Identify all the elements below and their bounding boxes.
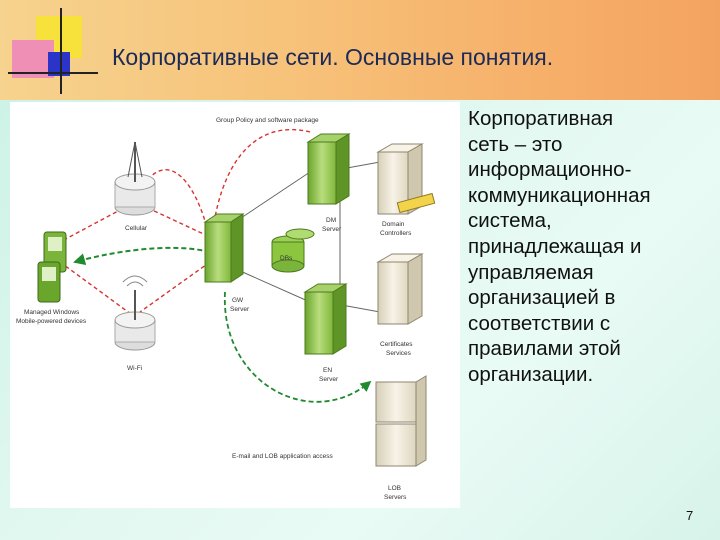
domain-controllers-icon (376, 143, 436, 215)
dm-label-line2: Server (322, 226, 342, 233)
dm-label-line1: DM (326, 217, 336, 224)
decor-horizontal-line (8, 72, 98, 74)
domain-label-line2: Controllers (380, 230, 412, 237)
wifi-tower-icon (114, 275, 156, 351)
dbs-label: DBs (280, 255, 293, 262)
cellular-label: Cellular (125, 225, 148, 232)
lob-label-line2: Servers (384, 494, 407, 501)
databases-icon (271, 228, 315, 273)
dm-server-icon (306, 133, 351, 205)
devices-label-line1: Managed Windows (24, 309, 80, 316)
certificates-label-line1: Certificates (380, 341, 413, 348)
en-label-line1: EN (323, 367, 332, 374)
gw-label-line2: Server (230, 306, 250, 313)
top-flow-label: Group Policy and software package (216, 117, 319, 124)
en-server-icon (303, 283, 348, 355)
lob-servers-icon (375, 375, 427, 467)
bottom-flow-label: E-mail and LOB application access (232, 453, 334, 460)
decor-vertical-line (60, 8, 62, 94)
wifi-label: Wi-Fi (127, 365, 142, 372)
gw-server-icon (203, 213, 245, 283)
devices-label-line2: Mobile-powered devices (16, 318, 87, 325)
slide-title: Корпоративные сети. Основные понятия. (112, 44, 554, 70)
domain-label-line1: Domain (382, 221, 405, 228)
cellular-tower-icon (114, 141, 156, 216)
lob-label-line1: LOB (388, 485, 401, 492)
network-diagram: Cellular Wi-Fi Managed Windows Mobile-po… (10, 102, 460, 508)
header-band (0, 0, 720, 100)
certificates-label-line2: Services (386, 350, 412, 357)
page-number: 7 (686, 508, 694, 523)
decor-blue-square (48, 52, 70, 76)
mobile-devices-icon (37, 231, 67, 303)
gw-label-line1: GW (232, 297, 244, 304)
certificates-services-icon (376, 253, 424, 325)
definition-text: Корпоративная сеть – это информационно- … (468, 107, 651, 386)
decor-pink-square (12, 40, 54, 78)
en-label-line2: Server (319, 376, 339, 383)
